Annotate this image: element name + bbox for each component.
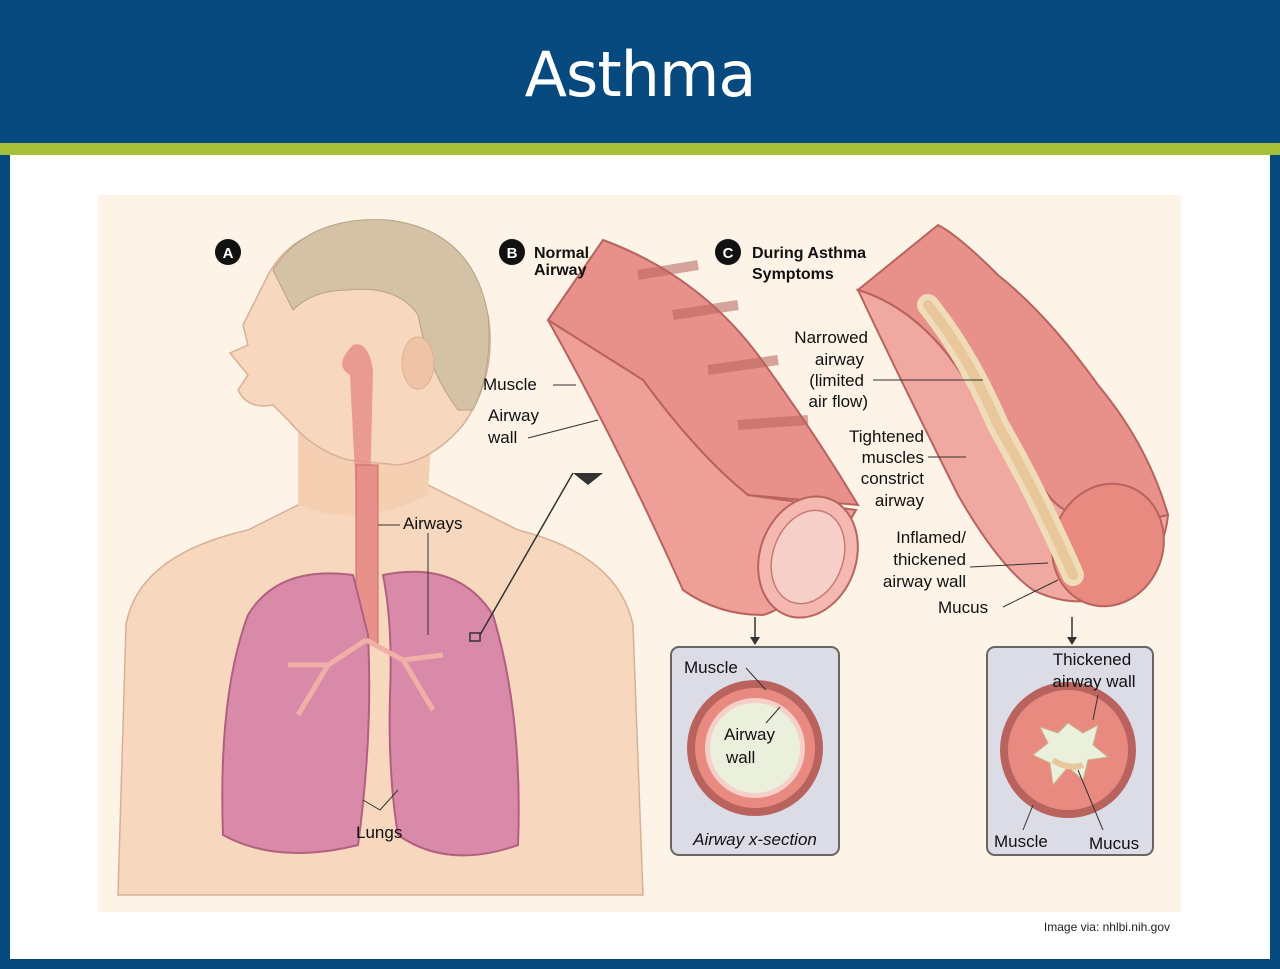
xsection-arrows (750, 617, 1077, 645)
panel-a-labels: A Airways Lungs (215, 239, 463, 842)
asthma-xsection-box: Thickened airway wall Muscle Mucus (986, 646, 1154, 856)
asthma-muscle-label: Muscle (994, 832, 1048, 851)
narrowed-label-3: (limited (809, 371, 864, 390)
tightened-label-1: Tightened (849, 427, 924, 446)
tightened-label-2: muscles (862, 448, 924, 467)
panel-a-letter: A (223, 245, 234, 262)
panel-b-title-1: Normal (534, 245, 589, 262)
panel-b-figure (546, 238, 860, 619)
panel-b-badge (499, 239, 525, 265)
header-bar: Asthma (0, 0, 1280, 143)
panel-b-letter: B (507, 245, 518, 262)
muscle-label: Muscle (483, 375, 537, 394)
accent-stripe (0, 143, 1280, 155)
panel-c-labels: C During Asthma Symptoms Narrowed airway… (715, 239, 1059, 617)
image-credit: Image via: nhlbi.nih.gov (1043, 920, 1170, 934)
lungs-label: Lungs (356, 823, 402, 842)
asthma-mucus-label: Mucus (1089, 834, 1139, 853)
panel-c-figure (855, 223, 1170, 608)
panel-c-badge (715, 239, 741, 265)
narrowed-label-1: Narrowed (794, 328, 868, 347)
thickened-label-1: Thickened (1053, 650, 1131, 669)
inflamed-label-2: thickened (893, 550, 966, 569)
panel-b-title-2: Airway (534, 262, 587, 279)
xsection-caption: Airway x-section (692, 830, 817, 849)
inflamed-label-3: airway wall (883, 572, 966, 591)
panel-b-labels: B Normal Airway Muscle Airway wall (483, 239, 599, 447)
asthma-illustration: A Airways Lungs B Normal Airway Muscle A… (98, 195, 1181, 912)
airway-wall-label-2: wall (487, 428, 517, 447)
mucus-label: Mucus (938, 598, 988, 617)
slide-title: Asthma (524, 38, 757, 111)
xsection-wall-label-1: Airway (724, 725, 776, 744)
panel-c-letter: C (723, 245, 734, 262)
panel-c-title-2: Symptoms (752, 266, 834, 283)
thickened-label-2: airway wall (1052, 672, 1135, 691)
panel-a-figure (117, 219, 644, 896)
xsection-muscle-label: Muscle (684, 658, 738, 677)
tightened-label-4: airway (875, 491, 925, 510)
panel-a-badge (215, 239, 241, 265)
panel-c-title-1: During Asthma (752, 245, 866, 262)
tightened-label-3: constrict (861, 469, 925, 488)
narrowed-label-2: airway (815, 350, 865, 369)
airway-wall-label-1: Airway (488, 406, 540, 425)
narrowed-label-4: air flow) (808, 392, 868, 411)
xsection-wall-label-2: wall (725, 748, 755, 767)
normal-xsection-box: Muscle Airway wall Airway x-section (670, 646, 840, 856)
inflamed-label-1: Inflamed/ (896, 528, 966, 547)
airways-label: Airways (403, 514, 463, 533)
